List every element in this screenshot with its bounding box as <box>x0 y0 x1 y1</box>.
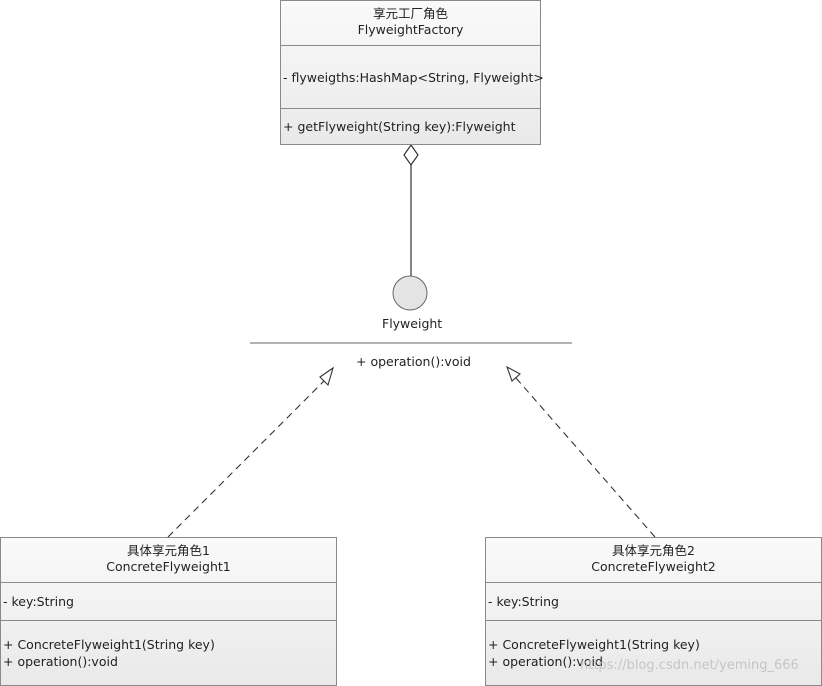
realization-line-1 <box>167 378 327 538</box>
aggregation-diamond <box>403 143 419 167</box>
factory-attribute: - flyweigths:HashMap<String, Flyweight> <box>283 70 544 85</box>
factory-method: + getFlyweight(String key):Flyweight <box>283 119 516 134</box>
concrete2-attribute: - key:String <box>488 594 559 609</box>
concrete2-methods: + ConcreteFlyweight1(String key) + opera… <box>486 621 821 670</box>
concrete1-name: ConcreteFlyweight1 <box>106 559 231 574</box>
flyweight-interface-name[interactable]: Flyweight <box>382 316 443 331</box>
concrete1-method: + operation():void <box>3 654 118 669</box>
concrete2-attributes: - key:String <box>486 583 821 621</box>
concrete-flyweight-1-class[interactable]: 具体享元角色1 ConcreteFlyweight1 - key:String … <box>0 537 337 686</box>
concrete2-method: + operation():void <box>488 654 603 669</box>
concrete2-title-cn: 具体享元角色2 <box>612 543 695 558</box>
flyweight-interface-operation: + operation():void <box>356 354 471 369</box>
realization-line-2 <box>515 377 656 538</box>
flyweight-factory-class[interactable]: 享元工厂角色 FlyweightFactory - flyweigths:Has… <box>280 0 544 145</box>
factory-title-cn: 享元工厂角色 <box>372 6 448 21</box>
concrete1-method: + ConcreteFlyweight1(String key) <box>3 637 215 652</box>
factory-methods: + getFlyweight(String key):Flyweight <box>281 109 540 135</box>
concrete1-methods: + ConcreteFlyweight1(String key) + opera… <box>1 621 336 670</box>
concrete-flyweight-2-class[interactable]: 具体享元角色2 ConcreteFlyweight2 - key:String … <box>485 537 822 686</box>
realization-arrowhead-1 <box>319 366 334 387</box>
factory-name: FlyweightFactory <box>357 22 464 37</box>
realization-arrowhead-2 <box>506 365 521 382</box>
concrete2-name: ConcreteFlyweight2 <box>591 559 716 574</box>
interface-lollipop-circle <box>392 275 428 311</box>
factory-attributes: - flyweigths:HashMap<String, Flyweight> <box>281 46 544 109</box>
watermark: https://blog.csdn.net/yeming_666 <box>580 658 799 673</box>
factory-header: 享元工厂角色 FlyweightFactory <box>281 1 540 46</box>
concrete2-header: 具体享元角色2 ConcreteFlyweight2 <box>486 538 821 583</box>
concrete1-attributes: - key:String <box>1 583 336 621</box>
concrete1-title-cn: 具体享元角色1 <box>127 543 210 558</box>
concrete2-method: + ConcreteFlyweight1(String key) <box>488 637 700 652</box>
concrete1-header: 具体享元角色1 ConcreteFlyweight1 <box>1 538 336 583</box>
concrete1-attribute: - key:String <box>3 594 74 609</box>
